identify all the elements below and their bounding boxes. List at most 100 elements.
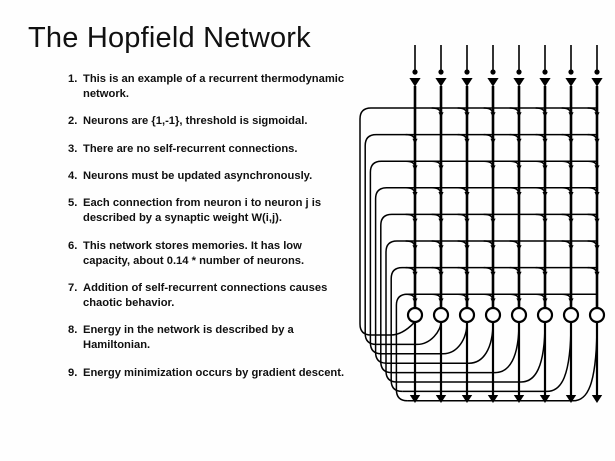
neuron-output-tap-2 [381, 321, 468, 355]
synapse-arrow-1-2 [464, 138, 470, 144]
synapse-arrow-3-7 [594, 192, 600, 198]
output-arrowhead-4 [513, 395, 525, 404]
neuron-output-tap-4 [391, 321, 520, 374]
neuron-7[interactable] [588, 306, 606, 324]
input-arrowhead-3 [487, 78, 499, 87]
list-item: 5. Each connection from neuron i to neur… [68, 196, 348, 226]
output-arrowhead-0 [409, 395, 421, 404]
list-item-number: 9. [68, 366, 78, 379]
synapse-arrow-2-1 [438, 165, 444, 171]
output-arrowhead-7 [591, 395, 603, 404]
synapse-arrow-6-3 [490, 271, 496, 277]
synapse-arrow-3-4 [516, 192, 522, 198]
synapse-arrow-2-3 [490, 165, 496, 171]
neuron-0[interactable] [406, 306, 424, 324]
synapse-arrow-4-3 [490, 218, 496, 224]
input-arrowhead-0 [409, 78, 421, 87]
neuron-2[interactable] [458, 306, 476, 324]
synapse-arrow-7-6 [568, 298, 574, 304]
synapse-arrow-6-1 [438, 271, 444, 277]
synapse-arrow-5-6 [568, 245, 574, 251]
synapse-arrow-0-4 [516, 112, 522, 118]
synapse-arrow-0-5 [542, 112, 548, 118]
synapse-arrow-0-7 [594, 112, 600, 118]
input-arrowhead-5 [539, 78, 551, 87]
synapse-arrow-3-5 [542, 192, 548, 198]
network-svg [359, 45, 606, 404]
synapse-arrow-1-6 [568, 138, 574, 144]
list-item: 6. This network stores memories. It has … [68, 239, 348, 269]
synapse-arrow-0-2 [464, 112, 470, 118]
synapse-arrow-5-3 [490, 245, 496, 251]
synapse-arrow-3-6 [568, 192, 574, 198]
synapse-arrow-4-0 [412, 218, 418, 224]
list-item-text: Neurons must be updated asynchronously. [83, 170, 313, 183]
input-arrowhead-2 [461, 78, 473, 87]
synapse-arrow-6-0 [412, 271, 418, 277]
synapse-arrow-2-7 [594, 165, 600, 171]
synapse-arrow-7-3 [490, 298, 496, 304]
synapse-arrow-2-6 [568, 165, 574, 171]
list-item-text: Energy in the network is described by a … [83, 324, 294, 352]
feedback-loop-0 [359, 107, 597, 336]
list-item: 3. There are no self-recurrent connectio… [68, 142, 348, 157]
synapse-arrow-7-1 [438, 298, 444, 304]
feedback-loop-7 [395, 293, 597, 402]
hopfield-network-diagram [350, 30, 615, 420]
synapse-arrow-5-1 [438, 245, 444, 251]
input-dot-6 [568, 69, 574, 75]
list-item-number: 6. [68, 239, 78, 252]
synapse-arrow-4-1 [438, 218, 444, 224]
synapse-arrow-1-7 [594, 138, 600, 144]
synapse-arrow-0-6 [568, 112, 574, 118]
list-item-text: There are no self-recurrent connections. [83, 142, 298, 155]
list-item-number: 3. [68, 142, 78, 155]
synapse-arrow-7-5 [542, 298, 548, 304]
synapse-arrow-2-0 [412, 165, 418, 171]
list-item-number: 4. [68, 170, 78, 183]
input-arrowhead-7 [591, 78, 603, 87]
synapse-arrow-6-2 [464, 271, 470, 277]
output-arrowhead-6 [565, 395, 577, 404]
synapse-arrow-7-0 [412, 298, 418, 304]
synapse-arrow-4-7 [594, 218, 600, 224]
neuron-output-tap-0 [371, 321, 416, 336]
synapse-arrow-5-2 [464, 245, 470, 251]
list-item: 8. Energy in the network is described by… [68, 323, 348, 353]
synapse-arrow-7-2 [464, 298, 470, 304]
input-dot-4 [516, 69, 522, 75]
neuron-5[interactable] [536, 306, 554, 324]
input-arrowhead-4 [513, 78, 525, 87]
synapse-arrow-0-3 [490, 112, 496, 118]
input-dot-7 [594, 69, 600, 75]
input-dot-0 [412, 69, 418, 75]
synapse-arrow-7-4 [516, 298, 522, 304]
synapse-arrow-0-1 [438, 112, 444, 118]
list-item-text: Neurons are {1,-1}, threshold is sigmoid… [83, 115, 308, 128]
neuron-4[interactable] [510, 306, 528, 324]
synapse-arrow-3-1 [438, 192, 444, 198]
list-item-number: 2. [68, 115, 78, 128]
output-arrowhead-1 [435, 395, 447, 404]
synapse-arrow-6-7 [594, 271, 600, 277]
list-item: 4. Neurons must be updated asynchronousl… [68, 169, 348, 184]
list-item: 1. This is an example of a recurrent the… [68, 72, 348, 102]
neuron-3[interactable] [484, 306, 502, 324]
input-dot-3 [490, 69, 496, 75]
input-arrowhead-6 [565, 78, 577, 87]
synapse-arrow-5-7 [594, 245, 600, 251]
input-dot-2 [464, 69, 470, 75]
synapse-arrow-1-3 [490, 138, 496, 144]
list-item-text: This is an example of a recurrent thermo… [83, 73, 345, 100]
list-item-number: 5. [68, 197, 78, 210]
list-item: 9. Energy minimization occurs by gradien… [68, 366, 348, 381]
synapse-arrow-1-0 [412, 138, 418, 144]
neuron-1[interactable] [432, 306, 450, 324]
synapse-arrow-5-0 [412, 245, 418, 251]
neuron-6[interactable] [562, 306, 580, 324]
list-item-text: Energy minimization occurs by gradient d… [83, 366, 345, 379]
synapse-arrow-3-0 [412, 192, 418, 198]
list-item-number: 7. [68, 282, 78, 295]
synapse-arrow-4-2 [464, 218, 470, 224]
